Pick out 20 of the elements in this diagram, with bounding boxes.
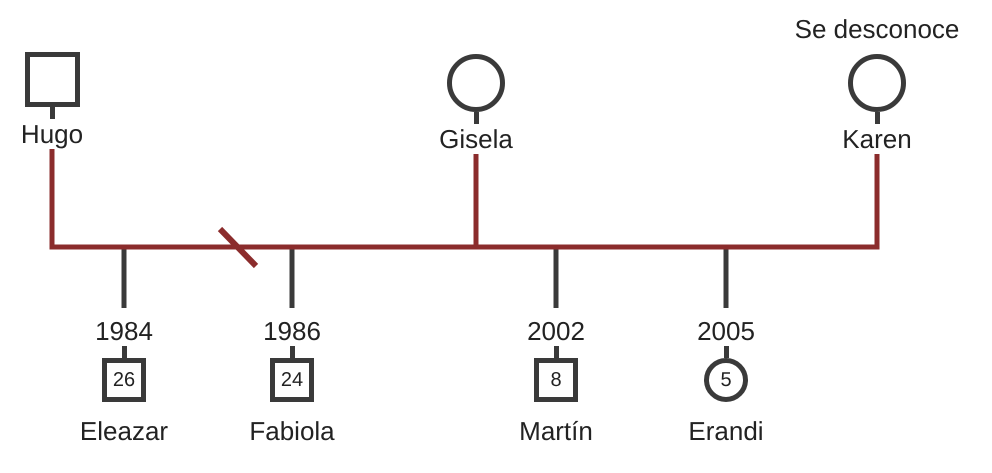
male-age-square: 8 [534, 358, 578, 402]
male-age-square: 26 [102, 358, 146, 402]
descent-line [724, 247, 728, 308]
person-name: Karen [842, 124, 912, 154]
female-age-circle: 5 [704, 358, 748, 402]
person-name: Erandi [688, 416, 764, 446]
birth-year: 1984 [95, 316, 153, 346]
descent-line [122, 247, 126, 308]
descent-line [290, 247, 294, 308]
descent-line [554, 247, 558, 308]
person-name: Martín [519, 416, 593, 446]
note-label: Se desconoce [794, 14, 960, 44]
male-age-square: 24 [270, 358, 314, 402]
person-name: Eleazar [80, 416, 168, 446]
person-name: Gisela [439, 124, 513, 154]
birth-year: 2005 [697, 316, 755, 346]
person-name: Fabiola [249, 416, 335, 446]
birth-year: 1986 [263, 316, 321, 346]
birth-year: 2002 [527, 316, 585, 346]
person-name: Hugo [20, 119, 84, 149]
